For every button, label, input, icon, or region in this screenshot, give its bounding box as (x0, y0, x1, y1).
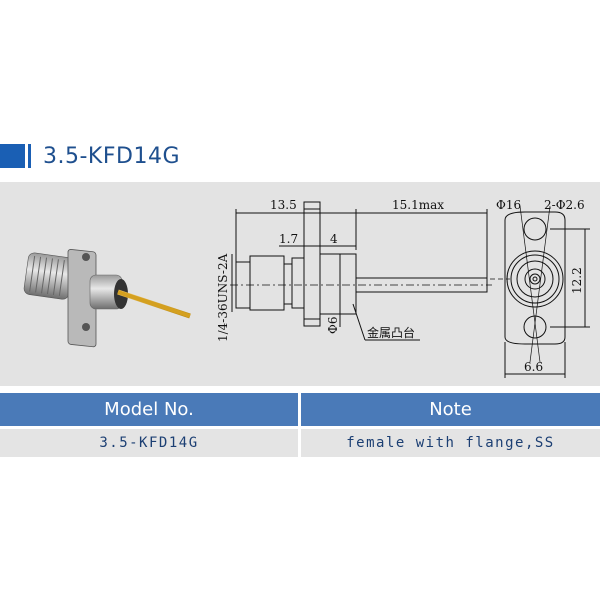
spec-table: Model No. Note 3.5-KFD14G female with fl… (0, 393, 600, 457)
dim-body-diameter: Φ6 (326, 317, 340, 334)
dim-hole-spacing: 12.2 (570, 267, 584, 294)
table-row: 3.5-KFD14G female with flange,SS (0, 426, 600, 457)
header-model-no: Model No. (0, 393, 298, 426)
title-accent-block (0, 144, 25, 168)
front-view-drawing (490, 205, 590, 378)
material-note: 金属凸台 (367, 325, 415, 340)
cell-note: female with flange,SS (301, 429, 600, 457)
technical-drawing-panel: 13.5 15.1max 1.7 4 1/4-36UNS-2A Φ6 金属凸台 … (0, 182, 600, 386)
dim-mount-holes: 2-Φ2.6 (544, 198, 585, 212)
dim-flange-diameter: Φ16 (496, 198, 521, 212)
side-view-drawing (230, 201, 492, 341)
header-note: Note (301, 393, 600, 426)
dim-thread-spec: 1/4-36UNS-2A (216, 253, 230, 342)
dim-overall-length: 13.5 (270, 198, 297, 212)
cell-model-no: 3.5-KFD14G (0, 429, 298, 457)
dim-flange-width: 6.6 (524, 360, 543, 374)
connector-photo (23, 249, 191, 348)
title-accent-stripe (28, 144, 31, 168)
dim-step-a: 1.7 (279, 232, 298, 246)
product-title: 3.5-KFD14G (43, 143, 180, 169)
section-title: 3.5-KFD14G (0, 143, 180, 169)
dim-step-b: 4 (330, 232, 338, 246)
dim-pin-length: 15.1max (392, 198, 444, 212)
table-header-row: Model No. Note (0, 393, 600, 426)
